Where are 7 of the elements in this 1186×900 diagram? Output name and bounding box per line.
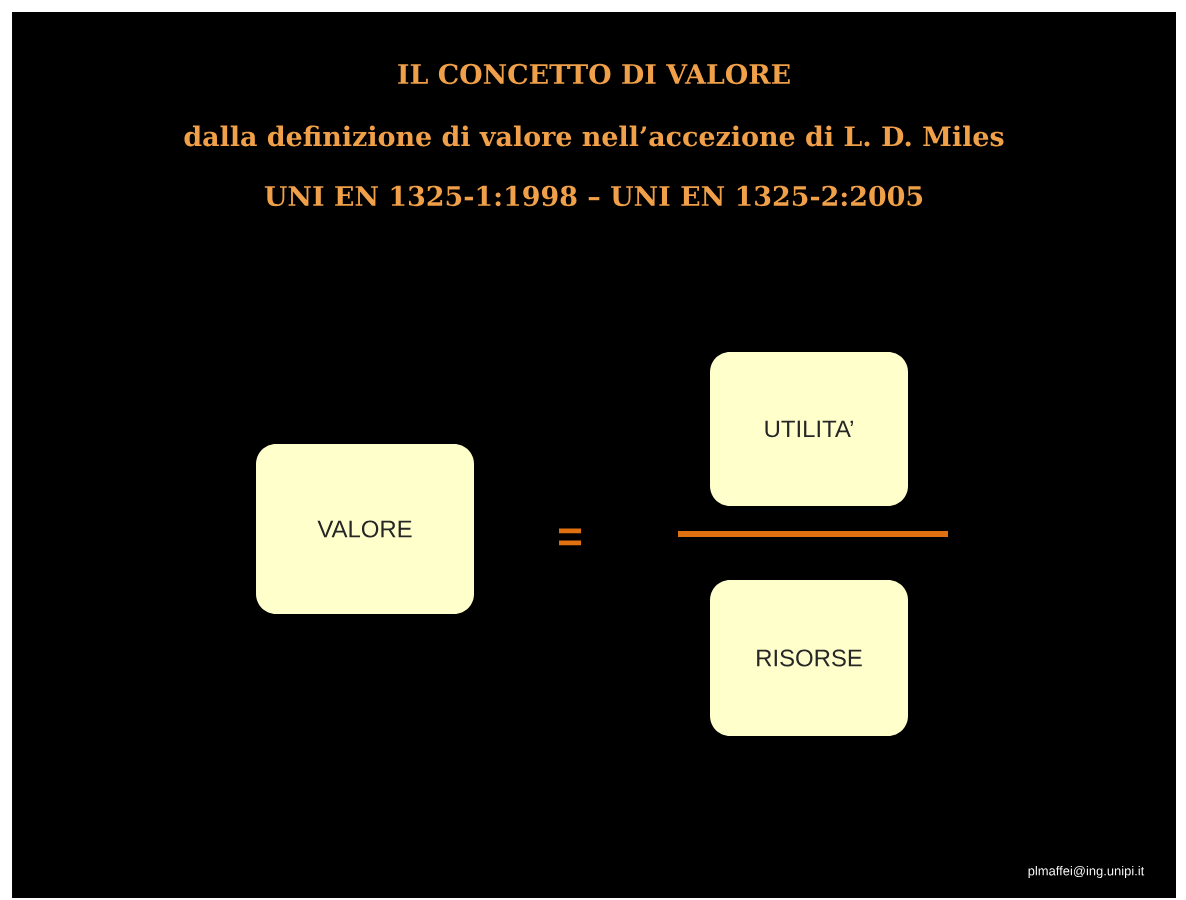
title: IL CONCETTO DI VALORE xyxy=(398,63,790,85)
text-box: UTILITA’ xyxy=(710,351,908,506)
text-box: VALORE xyxy=(256,443,474,614)
equals-sign: = xyxy=(559,528,581,546)
subtitle: UNI EN 1325-1:1998 – UNI EN 1325-2:2005 xyxy=(264,185,923,207)
text-box: RISORSE xyxy=(710,579,908,736)
subtitle: dalla definizione di valore nell’accezione di L. D. Miles xyxy=(184,125,1004,147)
